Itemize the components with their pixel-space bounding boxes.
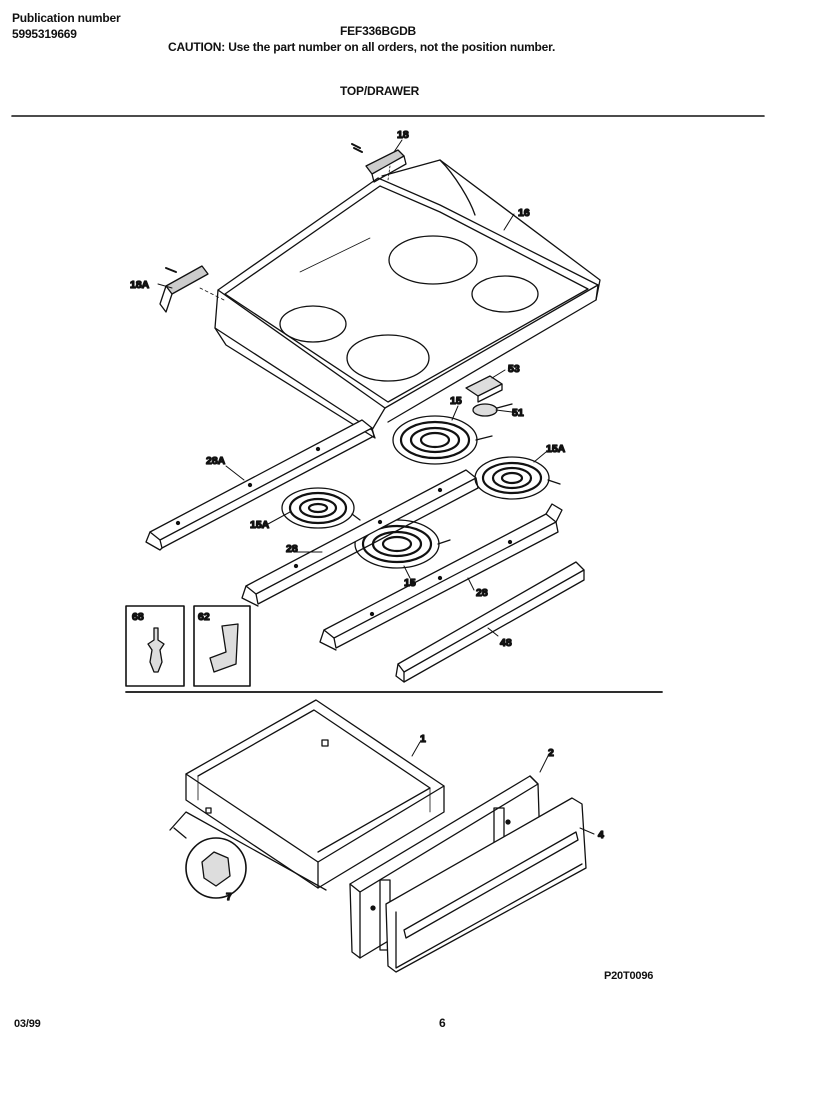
model-number: FEF336BGDB xyxy=(340,24,417,38)
hinge-bracket-18a xyxy=(159,265,209,313)
receptacle-51 xyxy=(472,403,513,417)
callout-15a-right: 15A xyxy=(546,443,566,455)
trim-strip-48 xyxy=(395,561,585,683)
page-number: 6 xyxy=(439,1016,446,1030)
callout-2: 2 xyxy=(548,747,554,759)
section-title: TOP/DRAWER xyxy=(340,84,420,98)
detail-circle-7 xyxy=(173,827,247,899)
callout-28-left: 28 xyxy=(286,543,298,555)
callout-28-right: 28 xyxy=(476,587,488,599)
callout-62: 62 xyxy=(198,611,210,623)
drawer-front-panel-4 xyxy=(385,797,587,973)
surface-element-15-rear xyxy=(392,415,493,465)
callout-53: 53 xyxy=(508,363,520,375)
drawer-body-1 xyxy=(169,699,445,891)
inset-box-62 xyxy=(193,605,251,687)
support-bracket-28-right xyxy=(319,503,563,651)
callout-7: 7 xyxy=(226,891,232,903)
figure-code: P20T0096 xyxy=(604,970,654,982)
support-bracket-28-left xyxy=(241,469,479,607)
callout-18: 18 xyxy=(397,129,409,141)
publication-info: Publication number 5995319669 xyxy=(12,10,121,42)
surface-element-15a-left xyxy=(281,487,361,529)
publication-label: Publication number xyxy=(12,11,121,25)
callout-16: 16 xyxy=(518,207,530,219)
callout-15-top: 15 xyxy=(450,395,462,407)
callout-4: 4 xyxy=(598,829,604,841)
callout-51: 51 xyxy=(512,407,524,419)
hinge-bracket-18 xyxy=(351,143,407,183)
callout-48: 48 xyxy=(500,637,512,649)
leader-lines xyxy=(157,139,595,835)
caution-note: CAUTION: Use the part number on all orde… xyxy=(168,40,556,54)
terminal-block-53 xyxy=(465,375,503,403)
callout-15-front: 15 xyxy=(404,577,416,589)
callout-18a: 18A xyxy=(130,279,150,291)
cooktop-top xyxy=(199,159,601,439)
footer-date: 03/99 xyxy=(14,1018,41,1030)
callout-68: 68 xyxy=(132,611,144,623)
surface-element-15a-right xyxy=(474,456,561,500)
callout-15a-left: 15A xyxy=(250,519,270,531)
publication-number: 5995319669 xyxy=(12,27,77,41)
callout-28a: 28A xyxy=(206,455,226,467)
support-bracket-28a xyxy=(145,419,375,551)
inset-box-68 xyxy=(125,605,185,687)
callout-1: 1 xyxy=(420,733,426,745)
